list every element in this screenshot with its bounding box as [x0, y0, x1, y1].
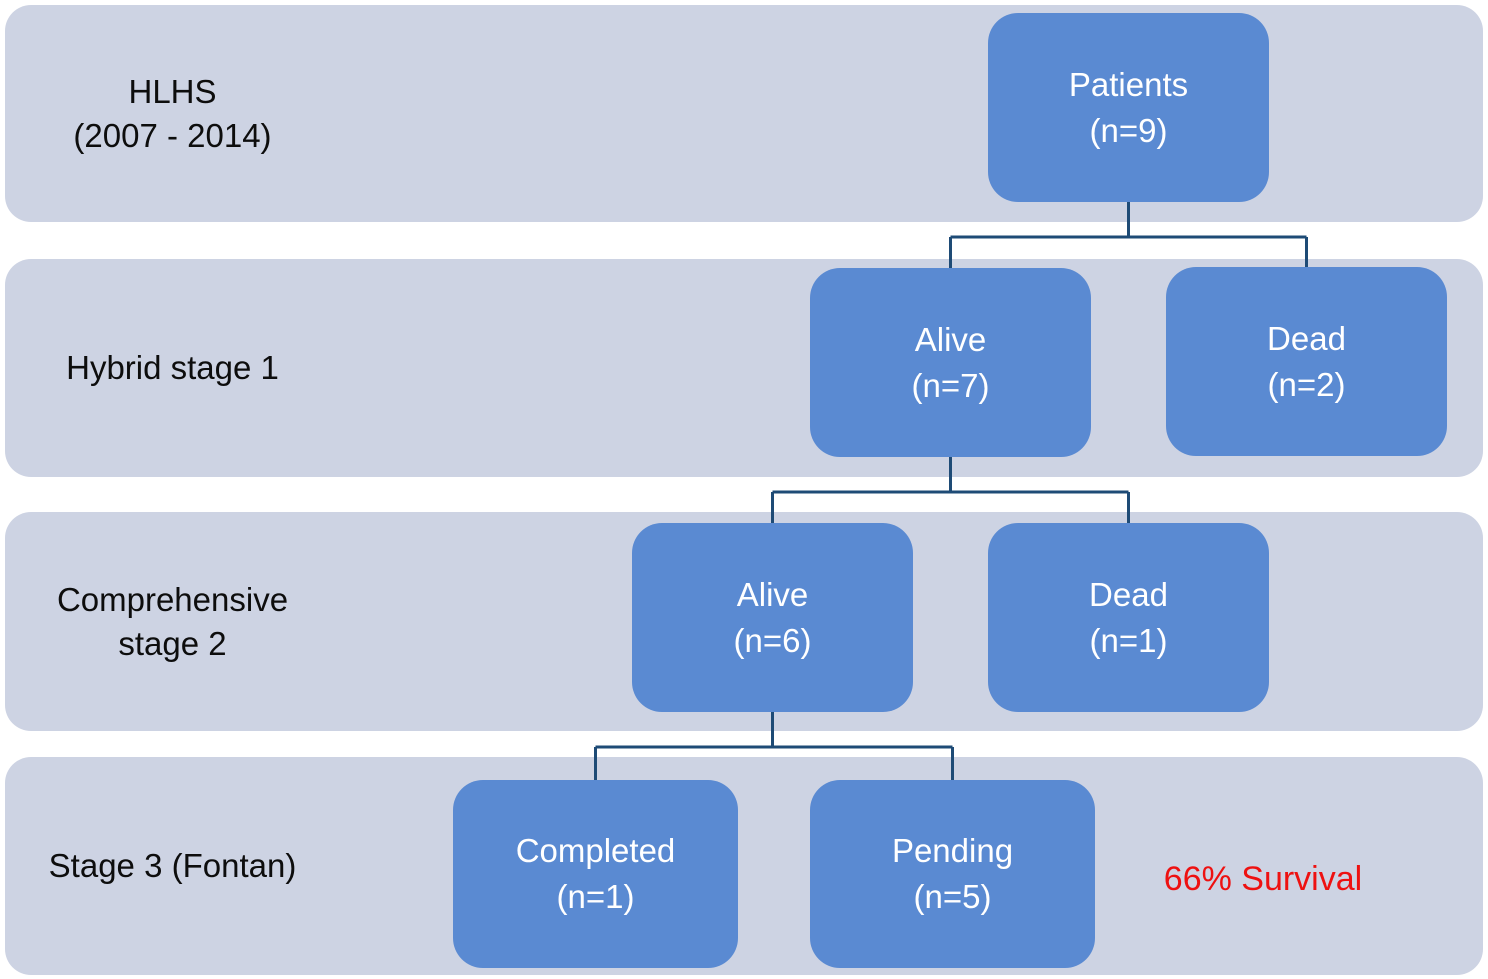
node-title: Dead	[1267, 319, 1346, 357]
node-count: (n=2)	[1267, 365, 1346, 403]
band-stage-3-fontan	[5, 757, 1483, 975]
row-label-hlhs: HLHS (2007 - 2014)	[0, 5, 345, 222]
node-count: (n=7)	[911, 366, 990, 404]
node-title: Completed	[515, 832, 676, 869]
node-count: (n=1)	[556, 878, 635, 915]
node-fontan-completed: Completed (n=1)	[453, 780, 738, 968]
row-label-line: Hybrid stage 1	[66, 349, 279, 386]
node-alive-stage2: Alive (n=6)	[632, 523, 913, 712]
row-label-line: Comprehensive	[56, 580, 289, 618]
row-label-line: Stage 3 (Fontan)	[48, 847, 297, 884]
node-count: (n=9)	[1089, 111, 1168, 149]
node-title: Pending	[891, 832, 1014, 869]
row-label-comprehensive-stage-2: Comprehensive stage 2	[0, 512, 345, 731]
node-count: (n=1)	[1089, 621, 1168, 659]
node-fontan-pending: Pending (n=5)	[810, 780, 1095, 968]
node-dead-stage2: Dead (n=1)	[988, 523, 1269, 712]
node-alive-stage1: Alive (n=7)	[810, 268, 1091, 457]
node-title: Alive	[736, 575, 809, 613]
survival-annotation: 66% Survival	[1163, 860, 1363, 898]
node-count: (n=5)	[913, 878, 992, 915]
node-dead-stage1: Dead (n=2)	[1166, 267, 1447, 456]
node-title: Patients	[1068, 65, 1189, 103]
row-label-stage-3-fontan: Stage 3 (Fontan)	[0, 757, 345, 975]
row-label-line: stage 2	[118, 624, 227, 662]
node-count: (n=6)	[733, 621, 812, 659]
row-label-line: (2007 - 2014)	[73, 116, 272, 154]
node-title: Alive	[914, 320, 987, 358]
node-title: Dead	[1089, 575, 1168, 613]
row-label-line: HLHS	[128, 72, 217, 110]
node-patients: Patients (n=9)	[988, 13, 1269, 202]
row-label-hybrid-stage-1: Hybrid stage 1	[0, 259, 345, 477]
